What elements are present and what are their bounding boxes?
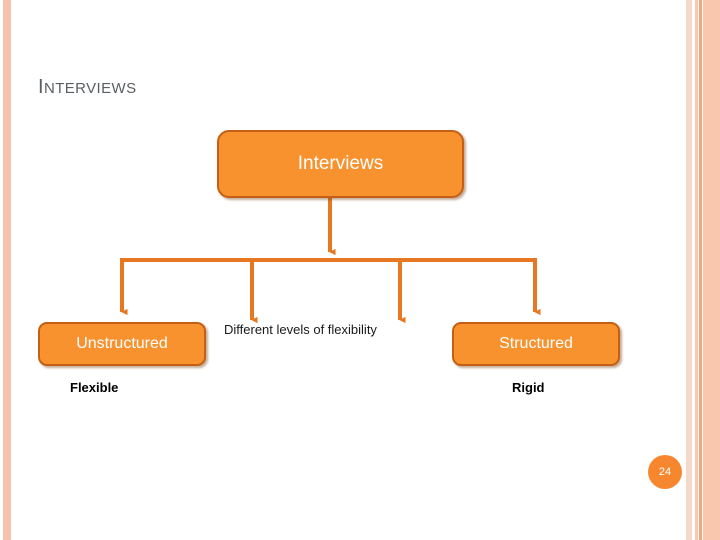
- page-title: Interviews: [38, 68, 137, 99]
- right-border-stripe-2: [695, 0, 698, 540]
- node-structured[interactable]: Structured: [452, 322, 620, 366]
- node-interviews[interactable]: Interviews: [217, 130, 464, 198]
- page-number-badge: 24: [648, 455, 682, 489]
- right-border-stripe-1: [686, 0, 692, 540]
- left-border-stripe: [3, 0, 11, 540]
- right-border-stripe-4: [703, 0, 720, 540]
- right-border-stripe-3: [699, 0, 702, 540]
- caption-rigid: Rigid: [512, 380, 545, 395]
- flexibility-scale-label: Different levels of flexibility: [224, 322, 377, 337]
- caption-flexible: Flexible: [70, 380, 119, 395]
- node-unstructured[interactable]: Unstructured: [38, 322, 206, 366]
